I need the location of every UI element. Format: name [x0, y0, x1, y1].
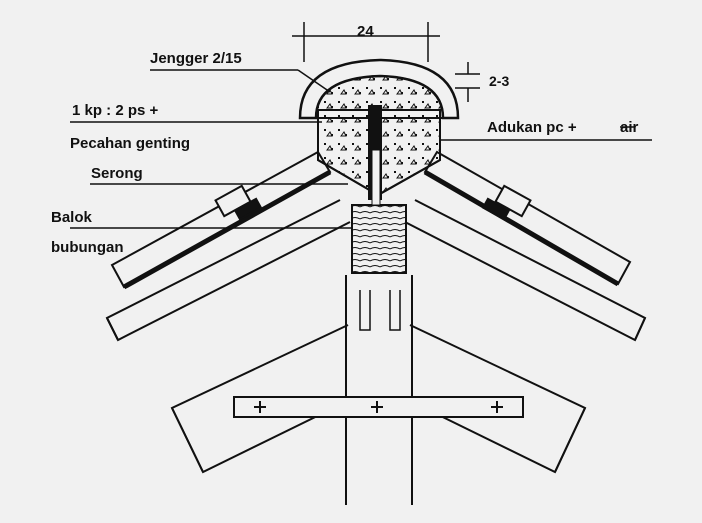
dimension-width — [292, 22, 440, 62]
left-brace — [170, 324, 351, 474]
dimension-width-label: 24 — [357, 23, 374, 40]
ridge-beam — [351, 204, 407, 274]
air-label: air — [620, 119, 639, 136]
dimension-thickness — [455, 62, 480, 102]
jengger-label: Jengger 2/15 — [150, 50, 242, 67]
left-rafter — [105, 199, 351, 342]
mortar-bed — [317, 105, 441, 206]
left-roof-tiles — [110, 150, 332, 290]
dimension-thickness-label: 2-3 — [489, 73, 510, 89]
left-batten-clip — [214, 184, 263, 221]
adukan-label: Adukan pc + — [487, 119, 577, 136]
bubungan-label: bubungan — [51, 239, 124, 256]
king-post — [345, 275, 413, 505]
right-brace — [407, 324, 587, 474]
serong-label: Serong — [91, 165, 143, 182]
right-rafter — [404, 199, 647, 342]
right-batten-clip — [481, 184, 532, 221]
balok-label: Balok — [51, 209, 92, 226]
mortar-mix-label: 1 kp : 2 ps + — [72, 102, 159, 119]
leader-lines — [70, 69, 652, 229]
right-roof-tiles — [423, 150, 632, 287]
collar-tie — [233, 396, 524, 418]
tile-fragments-label: Pecahan genting — [70, 135, 191, 152]
ridge-cap-tile — [298, 58, 460, 120]
